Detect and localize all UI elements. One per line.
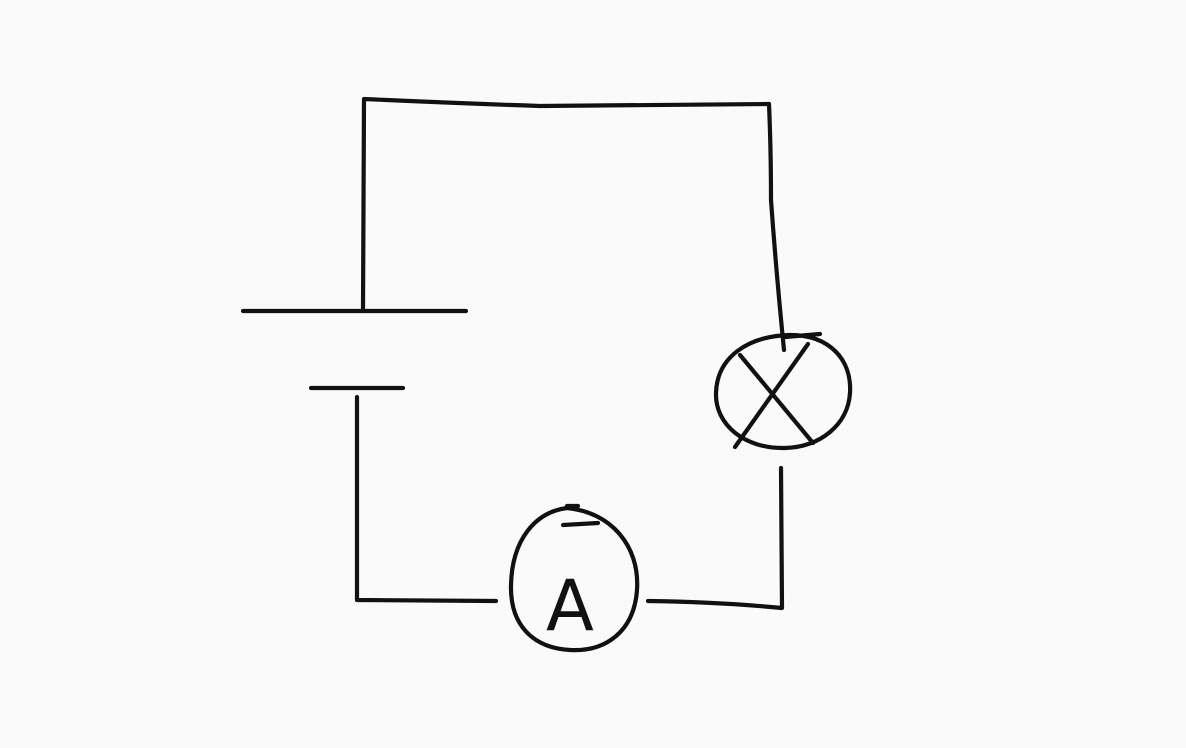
lamp-cross-stroke-2 (732, 341, 811, 450)
ammeter-label: A (546, 565, 594, 647)
ammeter-icon: A (508, 503, 640, 653)
lamp-icon (713, 331, 853, 451)
wire-left-lower (354, 394, 499, 604)
lamp-cross-stroke-1 (737, 352, 816, 446)
wire-top (360, 96, 787, 353)
battery-cell-icon (240, 308, 469, 391)
lamp-circle (713, 332, 853, 451)
wire-right-lower (645, 465, 785, 611)
ammeter-top-tick (560, 520, 601, 528)
lamp-terminal-tick (782, 331, 823, 340)
ammeter-circle (508, 505, 640, 653)
